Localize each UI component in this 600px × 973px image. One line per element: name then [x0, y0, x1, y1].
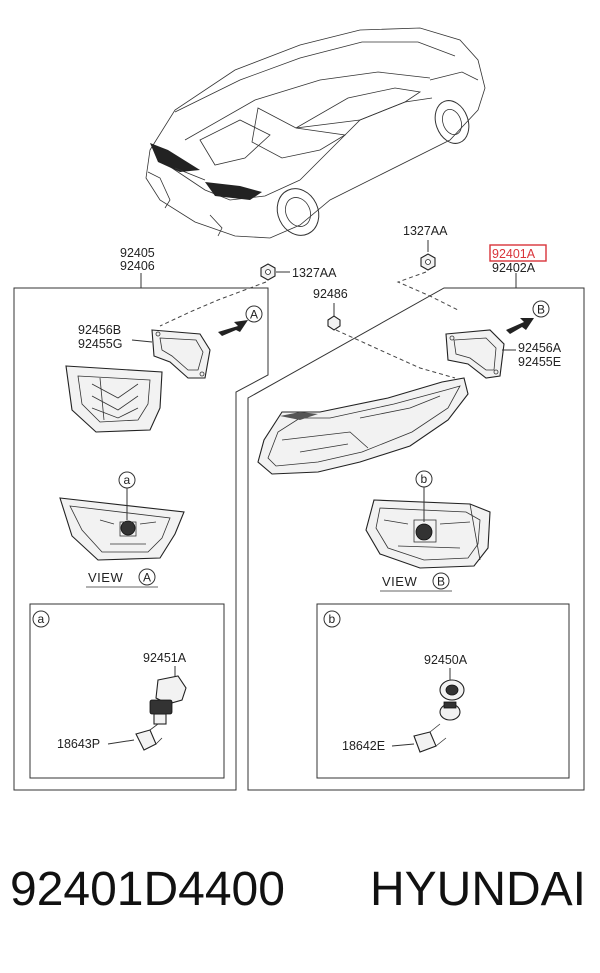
view-a-marker-letter: A [250, 308, 258, 322]
arrow-b-icon [506, 318, 534, 334]
detail-a-marker [32, 610, 50, 628]
arrow-a-icon [218, 320, 248, 336]
footer-part-number: 92401D4400 [10, 863, 285, 916]
socket-right-icon [439, 679, 465, 721]
label-socket-left: 92451A [143, 651, 187, 665]
view-b-title-marker-letter: B [437, 575, 445, 589]
label-bulb-left: 18643P [57, 737, 100, 751]
label-screw: 92486 [313, 287, 348, 301]
label-right-assembly-second: 92402A [492, 261, 536, 275]
gasket-left-icon [151, 329, 211, 379]
left-lamp-rear-view [59, 497, 185, 561]
nut-top-right-icon [420, 253, 436, 271]
label-gasket-right-2: 92455E [518, 355, 561, 369]
label-gasket-left-2: 92455G [78, 337, 122, 351]
label-right-assembly-highlight: 92401A [492, 247, 536, 261]
screw-icon [327, 315, 341, 331]
detail-b-marker-top-letter: b [421, 472, 428, 486]
label-left-assembly-2: 92406 [120, 259, 155, 273]
right-assembly-frame [247, 273, 585, 791]
label-nut-top-right: 1327AA [403, 224, 448, 238]
right-lamp-illustration [257, 377, 469, 475]
detail-a-box [29, 603, 225, 779]
label-left-assembly-1: 92405 [120, 246, 155, 260]
left-assembly-frame [13, 273, 269, 791]
bulb-left-icon [135, 723, 163, 751]
detail-a-marker-letter: a [38, 612, 45, 626]
right-lamp-rear-view [365, 499, 491, 569]
label-gasket-right-1: 92456A [518, 341, 562, 355]
footer: 92401D4400 HYUNDAI [0, 862, 600, 942]
view-a-title: VIEW [88, 570, 123, 585]
view-a-marker [245, 305, 263, 323]
view-b-marker-letter: B [537, 303, 545, 317]
gasket-right-icon [445, 329, 505, 379]
bulb-right-icon [413, 723, 447, 753]
socket-left-icon [149, 675, 187, 725]
detail-b-marker [323, 610, 341, 628]
view-a-title-marker-letter: A [143, 571, 151, 585]
label-gasket-left-1: 92456B [78, 323, 121, 337]
detail-b-box [316, 603, 570, 779]
label-socket-right: 92450A [424, 653, 468, 667]
label-nut-left: 1327AA [292, 266, 337, 280]
footer-brand: HYUNDAI [369, 863, 586, 916]
highlight-box [489, 244, 547, 262]
left-lamp-illustration [65, 365, 163, 433]
car-illustration [145, 27, 486, 239]
detail-b-marker-letter: b [329, 612, 336, 626]
detail-a-marker-top-letter: a [124, 473, 131, 487]
label-bulb-right: 18642E [342, 739, 385, 753]
view-b-title: VIEW [382, 574, 417, 589]
view-b-title-marker [432, 572, 450, 590]
view-b-marker [532, 300, 550, 318]
view-a-title-marker [138, 568, 156, 586]
nut-left-icon [260, 263, 276, 281]
